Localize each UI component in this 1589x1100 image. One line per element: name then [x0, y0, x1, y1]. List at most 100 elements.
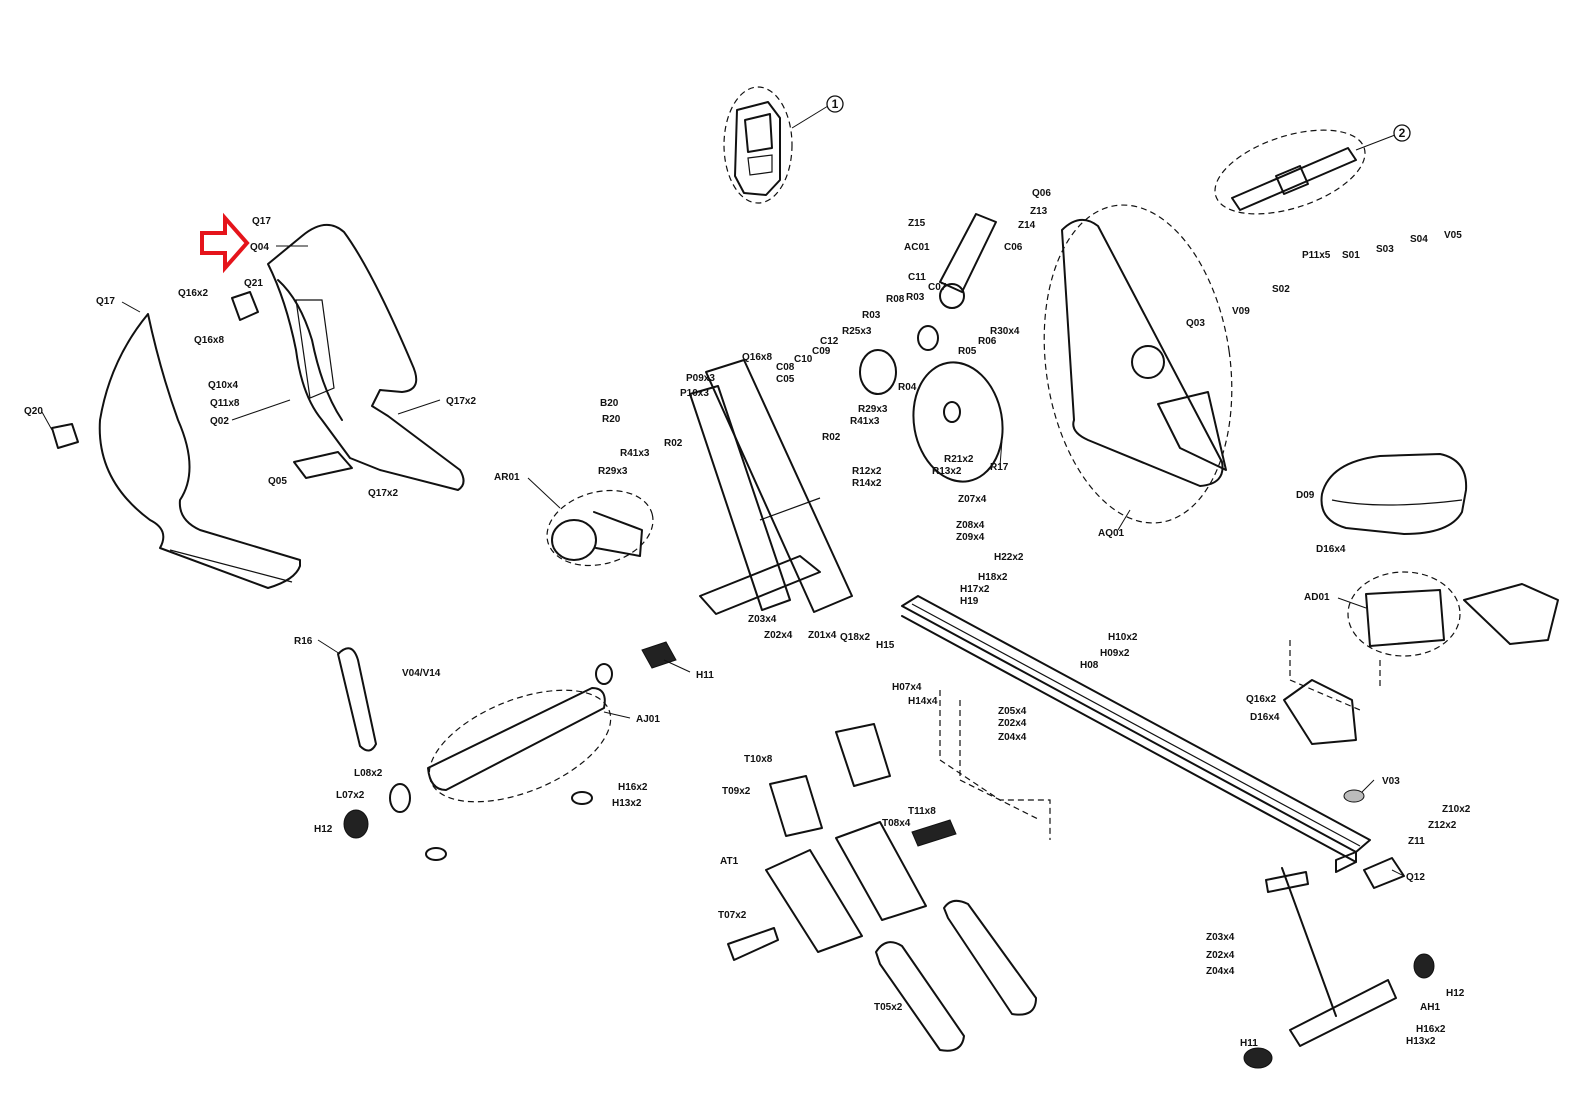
label-r08: R08	[886, 294, 905, 305]
label-h18x2: H18x2	[978, 572, 1008, 583]
label-q06: Q06	[1032, 188, 1051, 199]
label-q10x4: Q10x4	[208, 380, 238, 391]
callout-1: 1	[832, 97, 839, 111]
label-r13x2: R13x2	[932, 466, 962, 477]
leader-lines	[41, 245, 1405, 877]
label-r20: R20	[602, 414, 621, 425]
crank-arm	[939, 213, 997, 309]
label-l08x2: L08x2	[354, 768, 383, 779]
label-r25x3: R25x3	[842, 326, 872, 337]
label-r14x2: R14x2	[852, 478, 882, 489]
label-q03: Q03	[1186, 318, 1205, 329]
label-d16x4: D16x4	[1250, 712, 1280, 723]
label-c08: C08	[776, 362, 795, 373]
label-r05: R05	[958, 346, 977, 357]
label-l07x2: L07x2	[336, 790, 365, 801]
label-z05x4: Z05x4	[998, 706, 1027, 717]
label-aq01: AQ01	[1098, 528, 1125, 539]
front-frame	[689, 359, 853, 615]
label-q04: Q04	[250, 242, 269, 253]
label-h12: H12	[314, 824, 333, 835]
label-q12: Q12	[1406, 872, 1425, 883]
label-r03: R03	[862, 310, 881, 321]
drive-belt-and-stabilizers	[337, 641, 677, 861]
label-c05: C05	[776, 374, 795, 385]
label-q16x8: Q16x8	[742, 352, 772, 363]
footrests	[727, 723, 1037, 1052]
label-h15: H15	[876, 640, 895, 651]
label-v05: V05	[1444, 230, 1462, 241]
label-q21: Q21	[244, 278, 263, 289]
label-c10: C10	[794, 354, 813, 365]
label-c06: C06	[1004, 242, 1023, 253]
label-h08: H08	[1080, 660, 1099, 671]
rear-stabilizer	[1243, 789, 1435, 1069]
drive-pulley	[546, 489, 654, 567]
label-q16x2: Q16x2	[178, 288, 208, 299]
label-t11x8: T11x8	[908, 806, 936, 817]
label-q17: Q17	[96, 296, 115, 307]
label-r29x3: R29x3	[598, 466, 628, 477]
label-q16x8: Q16x8	[194, 335, 224, 346]
label-c11: C11	[908, 272, 926, 283]
part-labels: Q17 Q04 Q17 Q16x2 Q21 Q16x8 Q10x4 Q11x8 …	[24, 188, 1471, 1049]
label-z02x4: Z02x4	[1206, 950, 1235, 961]
label-r21x2: R21x2	[944, 454, 974, 465]
label-r03: R03	[906, 292, 925, 303]
label-r04: R04	[898, 382, 917, 393]
label-r29x3: R29x3	[858, 404, 888, 415]
label-z07x4: Z07x4	[958, 494, 987, 505]
label-q17x2: Q17x2	[446, 396, 476, 407]
label-z15: Z15	[908, 218, 926, 229]
label-z09x4: Z09x4	[956, 532, 985, 543]
label-h13x2: H13x2	[612, 798, 642, 809]
label-s03: S03	[1376, 244, 1394, 255]
label-r02: R02	[664, 438, 683, 449]
label-z14: Z14	[1018, 220, 1036, 231]
label-h14x4: H14x4	[908, 696, 938, 707]
label-v03: V03	[1382, 776, 1400, 787]
label-q05: Q05	[268, 476, 287, 487]
label-r17: R17	[990, 462, 1009, 473]
label-d16x4: D16x4	[1316, 544, 1346, 555]
label-p10x3: P10x3	[680, 388, 709, 399]
label-c09: C09	[812, 346, 831, 357]
label-h17x2: H17x2	[960, 584, 990, 595]
label-d09: D09	[1296, 490, 1315, 501]
label-t10x8: T10x8	[744, 754, 773, 765]
label-p11x5: P11x5	[1302, 250, 1331, 261]
label-v04v14: V04/V14	[402, 668, 441, 679]
label-r12x2: R12x2	[852, 466, 882, 477]
label-r30x4: R30x4	[990, 326, 1020, 337]
label-r02: R02	[822, 432, 841, 443]
label-h22x2: H22x2	[994, 552, 1024, 563]
label-q16x2: Q16x2	[1246, 694, 1276, 705]
label-ar01: AR01	[494, 472, 520, 483]
label-z04x4: Z04x4	[998, 732, 1027, 743]
label-r06: R06	[978, 336, 997, 347]
label-h07x4: H07x4	[892, 682, 922, 693]
label-z11: Z11	[1408, 836, 1425, 847]
label-p09x3: P09x3	[686, 373, 715, 384]
label-z12x2: Z12x2	[1428, 820, 1457, 831]
label-at1: AT1	[720, 856, 739, 867]
label-ad01: AD01	[1304, 592, 1330, 603]
label-c07: C07	[928, 282, 947, 293]
label-h13x2: H13x2	[1406, 1036, 1436, 1047]
label-t07x2: T07x2	[718, 910, 747, 921]
highlight-arrow	[200, 212, 250, 274]
callout-2: 2	[1399, 126, 1406, 140]
label-z02x4: Z02x4	[998, 718, 1027, 729]
label-r41x3: R41x3	[620, 448, 650, 459]
label-h11: H11	[696, 670, 714, 681]
main-rail	[901, 595, 1371, 873]
label-aj01: AJ01	[636, 714, 660, 725]
label-q20: Q20	[24, 406, 43, 417]
callout-1-circle	[826, 95, 844, 113]
label-c12: C12	[820, 336, 839, 347]
label-z04x4: Z04x4	[1206, 966, 1235, 977]
label-v09: V09	[1232, 306, 1250, 317]
label-t05x2: T05x2	[874, 1002, 903, 1013]
console-assembly: 1	[723, 86, 844, 204]
